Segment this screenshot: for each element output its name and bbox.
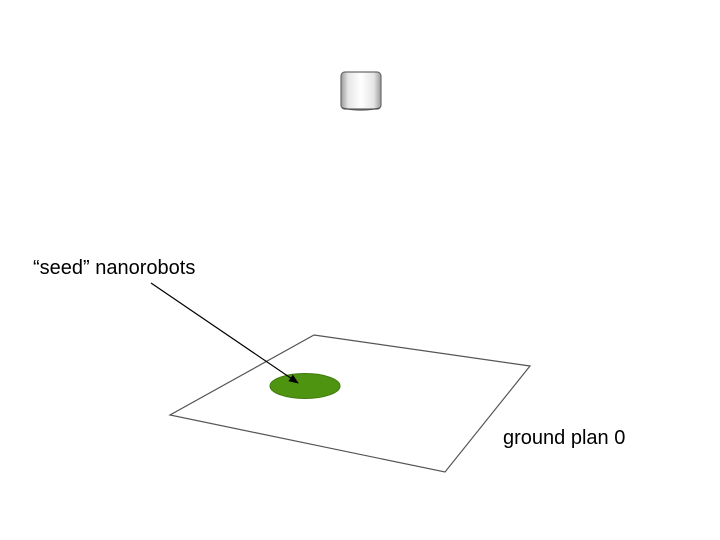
- ground-plan-label: ground plan 0: [503, 427, 626, 449]
- cylinder-object: [340, 71, 382, 111]
- seed-nanorobots-blob: [269, 373, 341, 399]
- ground-plane: [168, 334, 532, 473]
- pointer-arrow: [150, 282, 299, 384]
- seed-nanorobots-label: “seed” nanorobots: [33, 257, 196, 279]
